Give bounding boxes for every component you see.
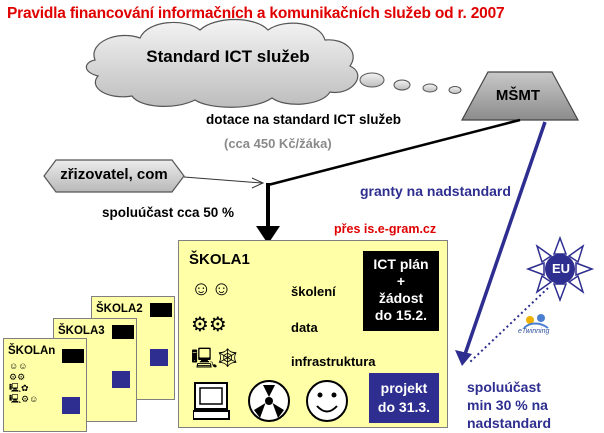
schooln-ict-box [62,349,84,363]
smiley-icon: ☺☺ [191,278,232,300]
row-infrastruktura-label: infrastruktura [291,354,376,369]
row-data-label: data [291,320,318,335]
eu-dotted-line [469,287,549,363]
school3-title: ŠKOLA3 [58,325,105,337]
etwinning-logo-icon [523,314,549,329]
ict-plan-line4: do 15.2. [374,307,428,323]
school2-project-box [150,349,168,366]
projekt-line2: do 31.3. [377,399,431,415]
pres-label: přes is.e-gram.cz [334,222,437,236]
projekt-line1: projekt [380,380,428,396]
msmt-label: MŠMT [495,87,541,104]
main-arrowhead [256,226,280,244]
eu-sun-icon [525,235,595,303]
cloud-shape [85,19,462,108]
spoluucast30-line3: nadstandard [467,415,552,431]
zrizovatel-hexagon [43,159,185,193]
schooln-project-box [62,397,80,414]
zrizovatel-label: zřizovatel, com [60,166,168,183]
projekt-box: projekt do 31.3. [369,373,439,423]
school2-ict-box [150,303,172,317]
school2-title: ŠKOLA2 [96,303,143,315]
ict-plan-box: ICT plán + žádost do 15.2. [363,251,439,331]
schooln-mini-icons: ☺☺⚙⚙🖳✿🖳⚙☺ [9,361,39,404]
msmt-trapezoid [460,71,580,121]
schooln-title: ŠKOLAn [8,345,56,357]
dotace-label: dotace na standard ICT služeb [206,112,402,127]
computer-web-icon: 🖳🕸 [191,348,238,370]
smiley-large-icon [306,380,348,422]
fan-icon: ⚙⚙ [191,314,227,336]
school1-title: ŠKOLA1 [189,251,250,268]
row-skoleni-label: školení [291,284,336,299]
ict-plan-line2: + [396,273,406,289]
cca-label: (cca 450 Kč/žáka) [224,136,332,151]
cloud-label: Standard ICT služeb [146,47,310,66]
spoluucast30-label: spoluúčast min 30 % na nadstandard [467,378,551,432]
spoluucast30-line1: spoluúčast [467,379,541,395]
computer-icon [193,382,230,420]
fan-large-icon [248,380,290,422]
ict-plan-line3: žádost [378,290,424,306]
eu-label: EU [551,261,571,276]
ict-plan-line1: ICT plán [373,256,429,272]
funding-line [267,118,521,187]
school3-ict-box [112,325,134,339]
spoluucast30-line2: min 30 % na [467,397,548,413]
school-card-1: ŠKOLA1 ☺☺ školení ⚙⚙ data 🖳🕸 infrastrukt… [178,240,448,428]
cofunding-arrowhead [251,177,265,189]
spoluucast50-label: spoluúčast cca 50 % [102,205,235,220]
school-card-n: ŠKOLAn ☺☺⚙⚙🖳✿🖳⚙☺ [3,338,87,432]
granty-label: granty na nadstandard [360,183,511,199]
page-title: Pravidla financování informačních a komu… [7,5,505,22]
grant-arrowhead [455,350,472,366]
big-icons-row [193,380,348,422]
cofunding-line [183,176,263,184]
school3-project-box [112,371,130,388]
etwinning-label: eTwinning [518,328,550,335]
grant-line [461,121,547,361]
